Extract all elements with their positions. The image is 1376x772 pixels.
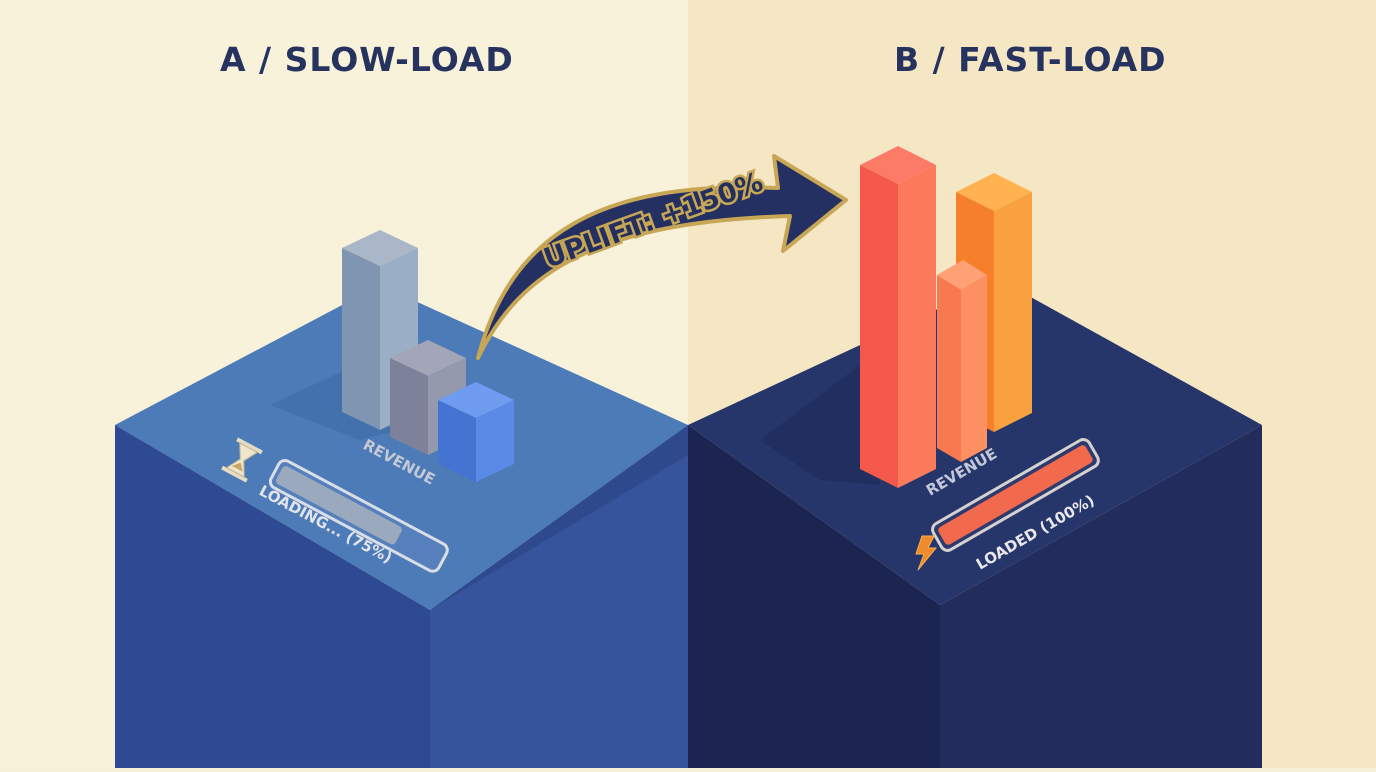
progress-fill-a bbox=[276, 466, 402, 545]
platform-a-top bbox=[115, 285, 688, 610]
bar-b-2 bbox=[937, 260, 987, 462]
uplift-arrow bbox=[476, 154, 848, 360]
platform-a-shadow-edge bbox=[430, 425, 688, 610]
bar-chart-a: REVENUE bbox=[342, 230, 514, 488]
bar-chart-b: REVENUE bbox=[860, 146, 1032, 499]
progress-bar-a bbox=[268, 458, 449, 573]
bar-a-3 bbox=[438, 382, 514, 482]
panel-b-title: B / FAST-LOAD bbox=[894, 40, 1167, 79]
platform-a bbox=[115, 285, 688, 768]
platform-b-left-face bbox=[688, 425, 940, 768]
bars-b-shadow bbox=[760, 365, 880, 485]
platform-b-right-face bbox=[940, 425, 1262, 768]
panel-a-title: A / SLOW-LOAD bbox=[220, 40, 514, 79]
platform-a-left-face bbox=[115, 425, 430, 768]
platform-a-right-face bbox=[430, 425, 688, 768]
lightning-icon bbox=[915, 535, 938, 571]
hourglass-icon bbox=[221, 437, 263, 483]
bar-b-1 bbox=[860, 146, 936, 488]
progress-fill-b bbox=[938, 445, 1093, 545]
progress-bar-b bbox=[931, 438, 1100, 552]
